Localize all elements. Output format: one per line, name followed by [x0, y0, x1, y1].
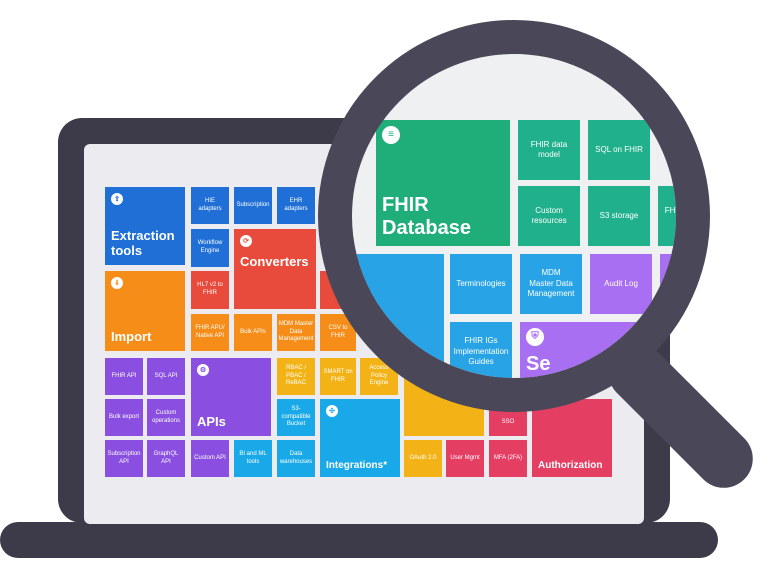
extraction-tools-label: Extraction tools: [111, 228, 175, 259]
gear-icon: ⚙: [197, 364, 209, 376]
integrations-tile[interactable]: ✣ Integrations*: [320, 399, 400, 477]
subscription-label: Subscription: [236, 201, 270, 208]
bi-ml-tools-label: BI and ML tools: [239, 450, 267, 465]
laptop-base: [0, 522, 718, 558]
mdm-small-label: MDM Master Data Management: [278, 320, 314, 343]
sql-api-label: SQL API: [154, 372, 178, 379]
authorization-tile[interactable]: Authorization: [532, 399, 612, 477]
apis-label: APIs: [197, 414, 226, 430]
import-label: Import: [111, 329, 152, 345]
bulk-export-tile[interactable]: Bulk export: [105, 399, 143, 436]
fhir-api-label: FHIR API: [111, 372, 137, 379]
custom-operations-label: Custom operations: [151, 409, 181, 424]
ehr-adapters-label: EHR adapters: [284, 197, 308, 212]
custom-api-label: Custom API: [194, 454, 226, 461]
ehr-adapters-tile[interactable]: EHR adapters: [277, 187, 315, 224]
fhir-native-api-tile[interactable]: FHIR APU/ Native API: [191, 314, 229, 351]
custom-operations-tile[interactable]: Custom operations: [147, 399, 185, 436]
converters-tile[interactable]: ⟳ Converters: [234, 229, 316, 309]
bi-ml-tools-tile[interactable]: BI and ML tools: [234, 440, 272, 477]
hl7v2-to-fhir-label: HL7 v2 to FHIR: [197, 282, 223, 296]
authorization-label: Authorization: [538, 459, 603, 471]
fhir-native-api-label: FHIR APU/ Native API: [195, 324, 225, 339]
hl7v2-to-fhir-tile[interactable]: HL7 v2 to FHIR: [191, 271, 229, 309]
data-warehouses-label: Data warehouses: [279, 450, 313, 465]
integrations-icon: ✣: [326, 405, 338, 417]
mfa-tile[interactable]: MFA (2FA): [489, 440, 527, 477]
hie-adapters-tile[interactable]: HIE adapters: [191, 187, 229, 224]
bulk-apis-tile[interactable]: Bulk APIs: [234, 314, 272, 351]
subscription-tile[interactable]: Subscription: [234, 187, 272, 224]
custom-api-tile[interactable]: Custom API: [191, 440, 229, 477]
csv-to-fhir-label: CSV to FHIR: [328, 324, 348, 339]
apis-tile[interactable]: ⚙ APIs: [191, 358, 271, 436]
workflow-engine-label: Workflow Engine: [197, 240, 223, 254]
smart-on-fhir-label: SMART on FHIR: [323, 368, 353, 383]
extraction-tools-tile[interactable]: ⇪ Extraction tools: [105, 187, 185, 265]
mdm-small-tile[interactable]: MDM Master Data Management: [277, 314, 315, 351]
s3-bucket-tile[interactable]: S3-compatible Bucket: [277, 399, 315, 436]
converters-label: Converters: [240, 254, 309, 269]
user-mgmt-label: User Mgmt: [450, 454, 480, 461]
graphql-api-label: GraphQL API: [153, 450, 179, 465]
sso-label: SSO: [501, 418, 515, 425]
workflow-engine-tile[interactable]: Workflow Engine: [191, 229, 229, 267]
sql-api-tile[interactable]: SQL API: [147, 358, 185, 395]
graphql-api-tile[interactable]: GraphQL API: [147, 440, 185, 477]
subscription-api-tile[interactable]: Subscription API: [105, 440, 143, 477]
smart-on-fhir-tile[interactable]: SMART on FHIR: [320, 358, 356, 395]
bulk-apis-label: Bulk APIs: [240, 328, 266, 335]
import-icon: ⇓: [111, 277, 123, 289]
magnifier-ring: [318, 20, 710, 412]
s3-bucket-label: S3-compatible Bucket: [281, 405, 311, 428]
rbac-label: RBAC / PBAC / ReBAC: [285, 364, 306, 387]
converters-icon: ⟳: [240, 235, 252, 247]
bulk-export-label: Bulk export: [108, 413, 139, 420]
import-tile[interactable]: ⇓ Import: [105, 271, 185, 351]
sso-tile[interactable]: SSO: [489, 409, 527, 436]
data-warehouses-tile[interactable]: Data warehouses: [277, 440, 315, 477]
integrations-label: Integrations*: [326, 459, 388, 471]
oauth-label: OAuth 2.0: [409, 454, 437, 461]
fhir-api-tile[interactable]: FHIR API: [105, 358, 143, 395]
user-mgmt-tile[interactable]: User Mgmt: [446, 440, 484, 477]
subscription-api-label: Subscription API: [107, 450, 141, 465]
hie-adapters-label: HIE adapters: [198, 197, 222, 212]
rbac-tile[interactable]: RBAC / PBAC / ReBAC: [277, 358, 315, 395]
oauth-tile[interactable]: OAuth 2.0: [404, 440, 442, 477]
mfa-label: MFA (2FA): [493, 454, 523, 461]
upload-icon: ⇪: [111, 193, 123, 205]
